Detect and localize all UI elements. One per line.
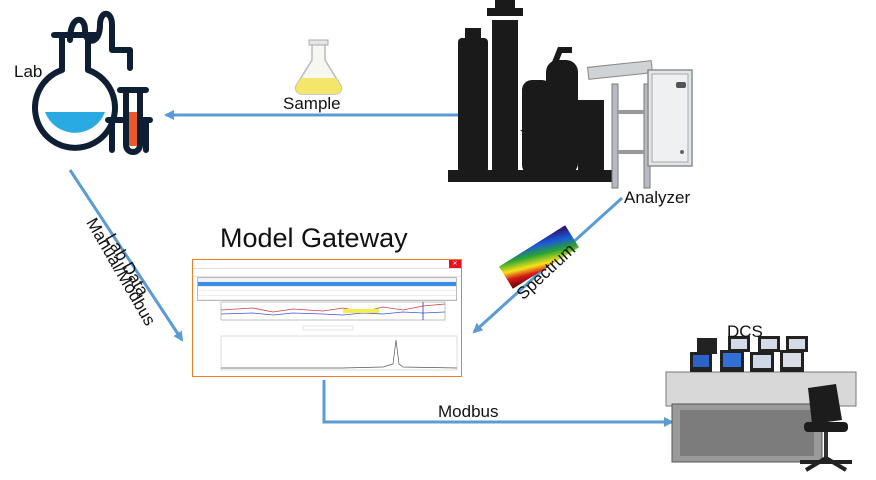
flask-liquid [45,112,105,133]
model-gateway-title: Model Gateway [220,223,408,253]
analyzer-label: Analyzer [624,188,691,207]
tube-liquid [129,112,137,146]
table-row [198,291,456,296]
sample-label: Sample [283,94,341,113]
table-row [198,282,456,287]
table-row [198,278,456,283]
lab-label: Lab [14,62,43,81]
analyzer-cabinet-icon [586,60,693,189]
refinery-icon [448,0,618,182]
table-row [198,287,456,292]
spectrum-swatch [499,225,579,289]
mg-table [197,277,457,301]
table-row [198,296,456,300]
model-gateway-window: ✕ [192,259,462,377]
lab-flask-icon [32,10,153,155]
mg-window-titlebar: ✕ [193,260,461,269]
sample-flask-icon [294,39,343,95]
modbus-label: Modbus [438,402,499,421]
dcs-console-icon [665,336,857,472]
dcs-label: DCS [727,322,763,341]
arrow-modbus [322,380,674,427]
arrow-lab-data [68,169,184,342]
close-icon: ✕ [449,260,461,268]
mg-menubar [193,269,461,277]
mg-charts [220,301,458,371]
